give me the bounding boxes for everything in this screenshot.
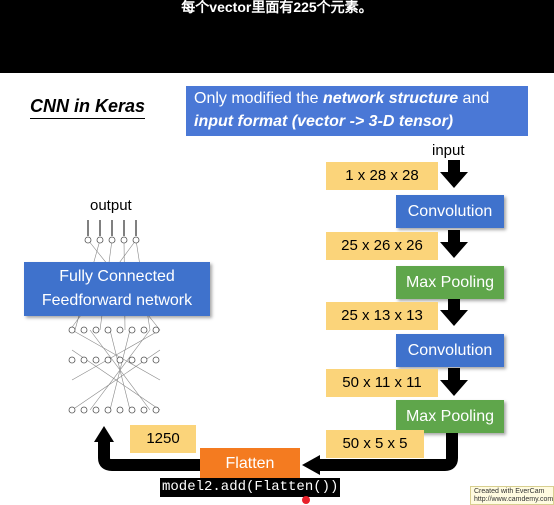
note-emphasis-2: input format (vector -> 3-D tensor) bbox=[194, 113, 454, 130]
fc-line1: Fully Connected bbox=[59, 268, 175, 285]
watermark-line1: Created with EverCam bbox=[474, 488, 545, 495]
output-label: output bbox=[90, 197, 132, 214]
video-caption-bar: 每个vector里面有225个元素。 bbox=[0, 0, 554, 73]
dim-input: 1 x 28 x 28 bbox=[326, 162, 438, 190]
dim-pool2: 50 x 5 x 5 bbox=[326, 430, 424, 458]
flatten-box: Flatten bbox=[200, 448, 300, 480]
conv-layer-1: Convolution bbox=[396, 195, 504, 228]
fully-connected-box: Fully Connected Feedforward network bbox=[24, 262, 210, 316]
mouse-cursor-icon bbox=[302, 496, 310, 504]
note-emphasis: network structure bbox=[322, 90, 459, 107]
note-text: Only modified the bbox=[194, 90, 323, 107]
slide-title: CNN in Keras bbox=[30, 96, 146, 119]
evercam-watermark: Created with EverCam http://www.camdemy.… bbox=[470, 486, 554, 505]
fc-line2: Feedforward network bbox=[41, 292, 193, 309]
pool-to-flatten-arrow bbox=[318, 432, 458, 471]
watermark-line2: http://www.camdemy.com bbox=[474, 496, 554, 503]
dim-conv1: 25 x 26 x 26 bbox=[326, 232, 438, 260]
conv-layer-2: Convolution bbox=[396, 334, 504, 367]
dim-conv2: 50 x 11 x 11 bbox=[326, 369, 438, 397]
code-snippet: model2.add(Flatten()) bbox=[160, 478, 341, 497]
flatten-to-fc-arrow bbox=[98, 440, 200, 471]
dim-pool1: 25 x 13 x 13 bbox=[326, 302, 438, 330]
info-note-box: Only modified the network structure and … bbox=[186, 86, 528, 136]
input-label: input bbox=[432, 142, 465, 159]
note-text-end: and bbox=[458, 90, 490, 107]
down-arrows bbox=[440, 160, 468, 396]
dim-flatten: 1250 bbox=[130, 425, 196, 453]
pool-layer-1: Max Pooling bbox=[396, 266, 504, 299]
subtitle-caption: 每个vector里面有225个元素。 bbox=[181, 0, 373, 15]
pool-layer-2: Max Pooling bbox=[396, 400, 504, 433]
fc-network-nodes bbox=[68, 236, 160, 414]
